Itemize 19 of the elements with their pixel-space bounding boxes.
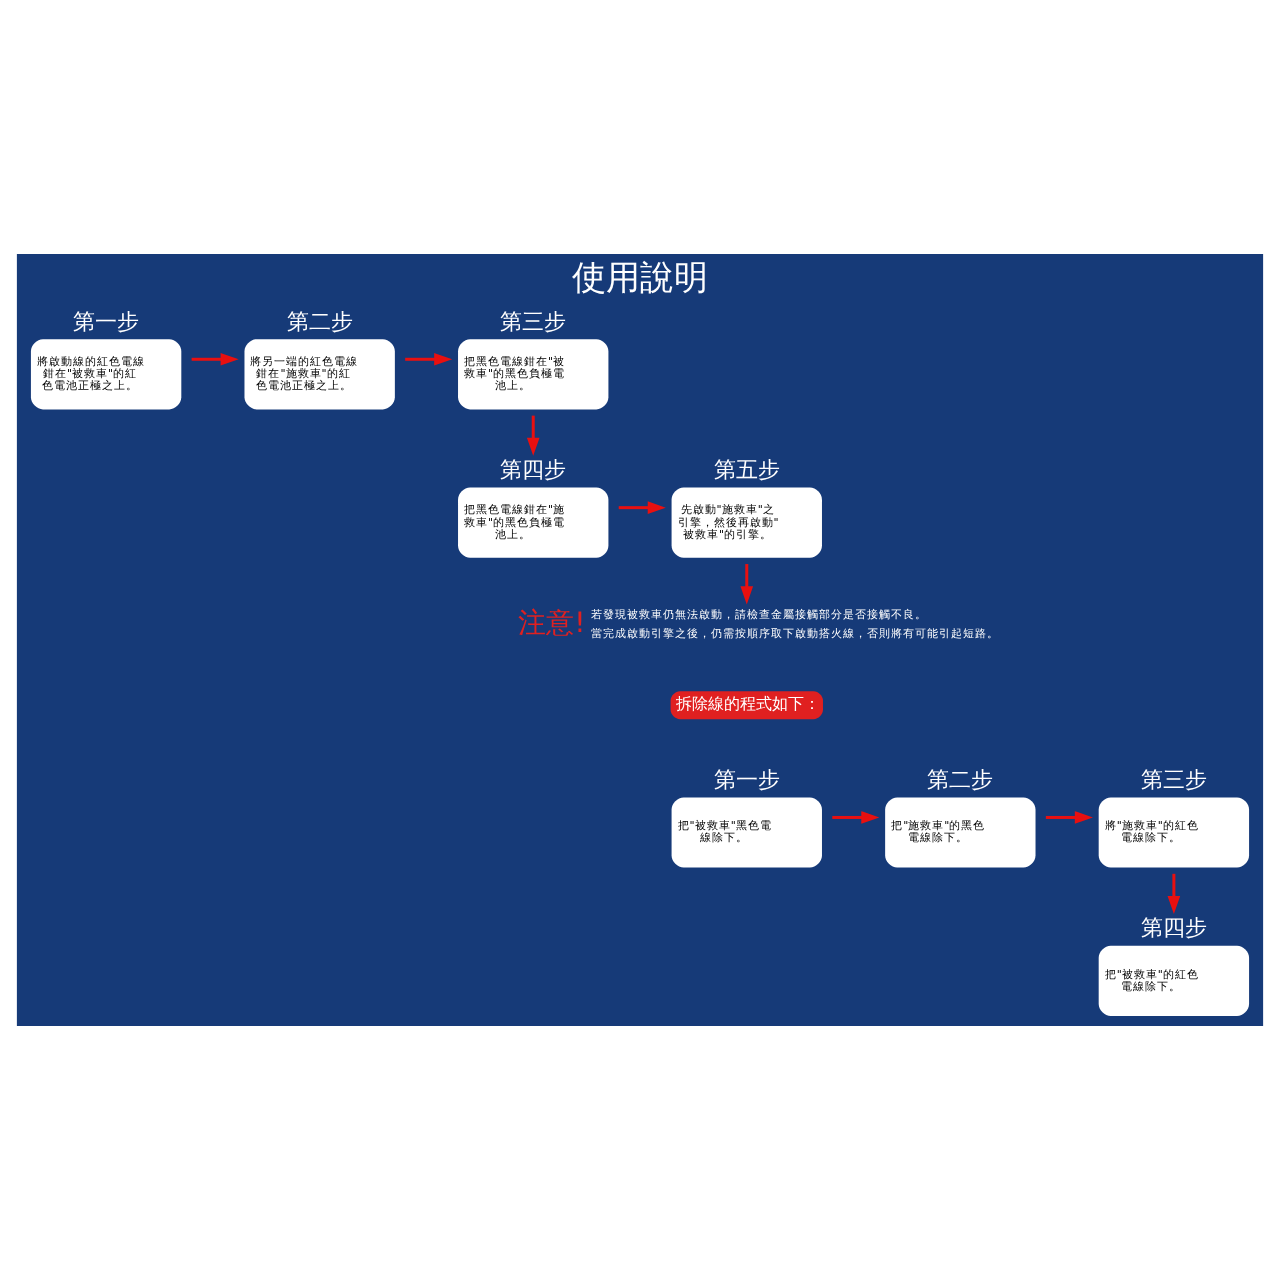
node-label: 第二步 <box>927 766 994 793</box>
node-label: 第三步 <box>1140 766 1207 793</box>
node-label: 第一步 <box>713 766 780 793</box>
arrow <box>740 564 754 605</box>
node-label: 第四步 <box>1140 915 1207 942</box>
arrow <box>526 415 540 456</box>
arrow <box>405 352 453 366</box>
node-label: 第二步 <box>286 308 353 335</box>
node-label: 第一步 <box>73 308 140 335</box>
node-text: 注意! <box>518 607 586 640</box>
node-label: 第五步 <box>713 457 780 484</box>
arrow <box>1045 811 1093 824</box>
node-label: 第三步 <box>500 308 567 335</box>
arrow <box>618 501 666 514</box>
node-label: 第四步 <box>500 457 567 484</box>
arrow <box>832 811 880 824</box>
diagram-title: 使用說明 <box>572 259 708 300</box>
arrow <box>1167 873 1181 914</box>
arrow <box>191 352 239 366</box>
